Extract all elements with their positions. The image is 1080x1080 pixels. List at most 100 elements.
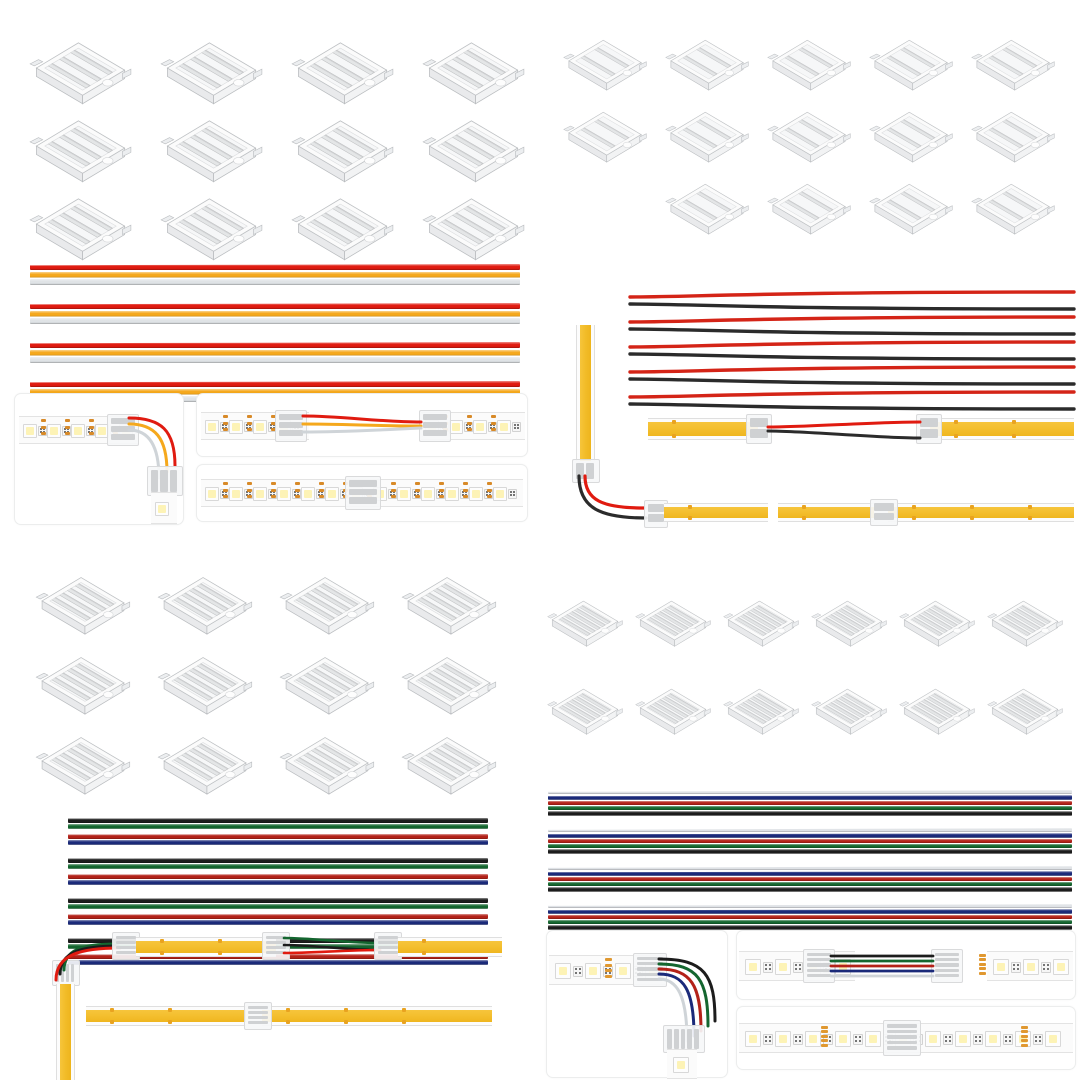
connector-3pin <box>28 104 133 186</box>
chip-pin <box>795 964 797 967</box>
solder-pad <box>319 488 324 492</box>
solder-pad <box>247 415 252 418</box>
ic-pin <box>293 494 296 497</box>
solder-pad <box>223 482 228 485</box>
cable-conductor <box>548 805 1072 811</box>
connector-4pin <box>34 722 132 798</box>
cob-jumper-red <box>282 946 382 960</box>
led-die <box>869 1035 877 1043</box>
chip-pin <box>575 968 577 971</box>
cable-conductor <box>68 879 488 885</box>
ic-pin <box>39 431 42 434</box>
corner-wire-red <box>50 940 124 986</box>
led-chip-5050 <box>1045 1031 1061 1047</box>
ribbon-cable-4-conductor <box>68 858 488 870</box>
ic-pin <box>513 424 516 427</box>
led-die <box>839 1035 847 1043</box>
led-die <box>208 423 216 431</box>
connector-5pin <box>722 676 800 738</box>
ic-pin <box>517 424 520 427</box>
ic-pin <box>509 491 512 494</box>
cob-cut-pad <box>672 434 676 438</box>
connector-2pin <box>664 26 750 94</box>
cable-conductor <box>30 318 520 324</box>
cob-phosphor-band <box>664 507 768 518</box>
cable-conductor <box>548 914 1072 919</box>
chip-pin <box>769 1039 772 1042</box>
solder-pad <box>295 488 300 492</box>
led-die <box>1019 1035 1027 1043</box>
cob-cut-pad <box>344 1020 348 1024</box>
connector-2pin <box>868 26 954 94</box>
rgbw-corner-wire <box>657 963 729 1039</box>
led-die <box>929 1035 937 1043</box>
solder-pad <box>271 495 276 499</box>
cable-conductor <box>30 279 520 285</box>
ic-pin <box>485 494 488 497</box>
chip-pin <box>829 1039 832 1042</box>
chip-pin <box>609 971 612 974</box>
led-chip-5050 <box>775 1031 791 1047</box>
clamp-contact <box>349 497 377 504</box>
cable-conductor <box>30 342 520 348</box>
solder-pad <box>391 495 396 499</box>
ic-pin <box>493 424 496 427</box>
copper-pad <box>979 962 986 966</box>
led-chip <box>71 424 85 438</box>
cob-cut-pad <box>802 516 806 520</box>
ribbon-cable-4-conductor <box>68 898 488 910</box>
clamp-contact <box>266 941 286 944</box>
ic-pin <box>221 491 224 494</box>
cob-cut-pad <box>422 951 426 955</box>
ic-pin <box>293 491 296 494</box>
ic-pin <box>489 427 492 430</box>
cable-conductor <box>68 834 488 839</box>
cob-cut-pad <box>160 939 164 943</box>
led-die <box>677 1061 685 1069</box>
led-chip-5050 <box>1053 959 1069 975</box>
clamp-contact <box>160 470 168 492</box>
clamp-connector <box>931 949 963 983</box>
connector-2pin <box>970 26 1056 94</box>
clamp-contact <box>920 418 938 427</box>
connector-5pin <box>722 588 800 650</box>
cob-strip-down-leg <box>56 1006 75 1080</box>
ic-pin <box>317 491 320 494</box>
copper-pad <box>979 967 986 971</box>
copper-pad <box>1021 1043 1028 1047</box>
solder-pad <box>467 428 472 432</box>
cable-conductor <box>68 818 488 823</box>
rgbw-strip-right <box>987 951 1073 981</box>
copper-pad <box>821 1026 828 1029</box>
chip-pin <box>975 1036 977 1039</box>
ic-pin <box>389 494 392 497</box>
chip-pin <box>829 1036 832 1039</box>
copper-pad <box>605 974 612 978</box>
connector-5pin <box>986 676 1064 738</box>
ic-pin <box>485 491 488 494</box>
led-chip <box>473 420 487 434</box>
cable-conductor <box>548 795 1072 800</box>
led-chip-5050 <box>865 1031 881 1047</box>
cob-cut-pad <box>168 1020 172 1024</box>
copper-pad <box>1021 1030 1028 1034</box>
connector-2pin <box>868 170 954 238</box>
panel-bottom-left-4pin-cob-kit <box>0 540 540 1080</box>
clamp-contact <box>248 1021 268 1024</box>
clamp-contact <box>807 973 831 977</box>
ribbon-cable-3-conductor <box>30 303 520 326</box>
ic-pin <box>269 491 272 494</box>
clamp-contact <box>750 429 768 438</box>
cob-cut-pad <box>802 505 806 509</box>
driver-ic <box>508 489 517 499</box>
jumper-wire-orange <box>127 418 187 478</box>
solder-pad <box>41 432 46 436</box>
cable-conductor <box>30 303 520 309</box>
lead-wire-red <box>628 288 1076 300</box>
clamp-connector <box>244 1002 272 1030</box>
ic-pin <box>245 491 248 494</box>
clamp-contact <box>680 1029 686 1049</box>
solder-pad <box>271 415 276 418</box>
chip-pin <box>765 964 767 967</box>
panel-bottom-right-5pin-rgbw-kit <box>540 540 1080 1080</box>
